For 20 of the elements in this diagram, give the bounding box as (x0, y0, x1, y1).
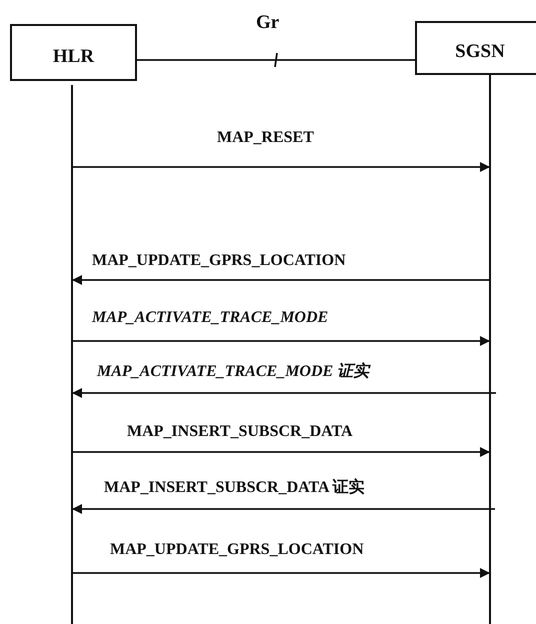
entity-box: SGSN (415, 21, 536, 75)
lifeline (71, 85, 73, 624)
message-arrow (72, 336, 490, 346)
message-arrow (72, 388, 496, 398)
message-label: MAP_INSERT_SUBSCR_DATA (127, 423, 353, 441)
message-label: MAP_RESET (217, 129, 314, 147)
message-label: MAP_UPDATE_GPRS_LOCATION (92, 252, 346, 270)
interface-label: Gr (256, 14, 280, 32)
message-label: MAP_UPDATE_GPRS_LOCATION (110, 541, 364, 559)
entity-box: HLR (10, 24, 137, 81)
message-arrow (72, 504, 495, 514)
message-label: MAP_ACTIVATE_TRACE_MODE 证实 (97, 363, 370, 381)
message-label: MAP_INSERT_SUBSCR_DATA 证实 (104, 479, 365, 497)
message-label: MAP_ACTIVATE_TRACE_MODE (92, 309, 328, 327)
message-arrow (72, 447, 490, 457)
message-arrow (72, 275, 490, 285)
message-arrow (72, 568, 490, 578)
interface-line (136, 52, 416, 68)
lifeline (489, 75, 491, 624)
message-arrow (72, 162, 490, 172)
